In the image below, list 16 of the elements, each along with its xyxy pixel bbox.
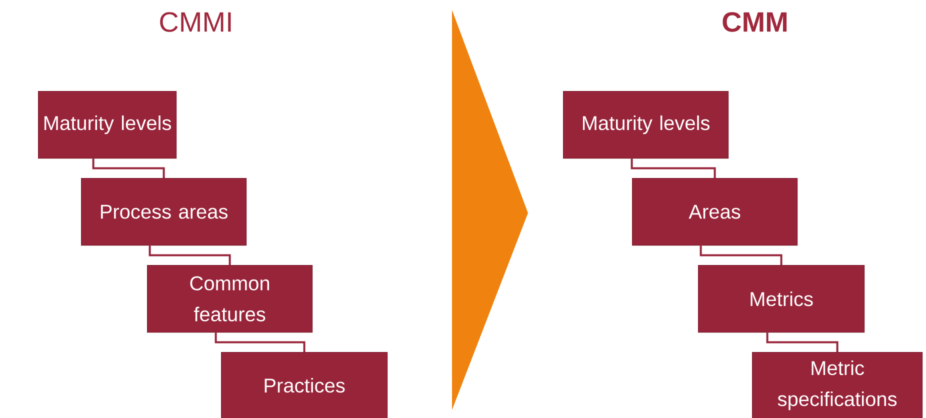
process-box: Maturity levels xyxy=(563,91,729,159)
connector-line xyxy=(630,158,716,178)
connector-line xyxy=(766,332,838,352)
process-box: Metric specifications xyxy=(752,352,923,418)
heading: CMMI xyxy=(160,12,231,32)
process-box: Practices xyxy=(221,352,388,418)
heading: CMM xyxy=(722,12,787,32)
process-box: Maturity levels xyxy=(38,91,177,159)
process-box: Areas xyxy=(632,178,798,246)
connector-line xyxy=(148,246,231,265)
process-box: Common features xyxy=(147,265,313,333)
process-box: Metrics xyxy=(698,265,865,333)
connector-line xyxy=(214,332,306,352)
process-box: Process areas xyxy=(81,178,247,246)
connector-line xyxy=(92,158,165,178)
connector-line xyxy=(700,246,782,265)
